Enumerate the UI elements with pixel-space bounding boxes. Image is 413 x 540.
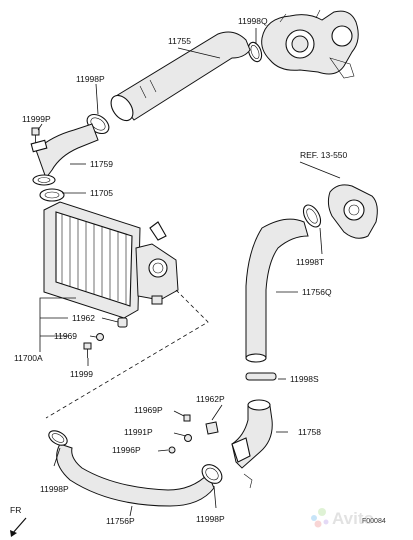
nut-11962P xyxy=(205,421,219,435)
label-11700A: 11700A xyxy=(14,353,43,363)
nut-11962 xyxy=(117,317,128,328)
label-11999: 11999 xyxy=(70,369,93,379)
label-11998S: 11998S xyxy=(290,374,319,384)
watermark-dot-icon xyxy=(314,520,322,528)
clamp-11998Q xyxy=(247,41,263,63)
watermark-dot-icon xyxy=(323,519,329,525)
label-11998T: 11998T xyxy=(296,257,324,267)
clamp-11998P-bottom xyxy=(201,464,223,484)
clamp-11998P-left xyxy=(48,430,68,446)
pipe-11759 xyxy=(30,123,99,180)
clamp-11998T xyxy=(302,204,322,228)
label-11962-left: 11962 xyxy=(72,313,95,323)
watermark: Avito xyxy=(311,508,374,528)
label-11999P: 11999P xyxy=(22,114,51,124)
turbocharger xyxy=(261,9,359,79)
flange-gasket xyxy=(32,174,56,186)
label-11998P-top: 11998P xyxy=(76,74,105,84)
gasket-11705 xyxy=(39,188,65,202)
throttle-body xyxy=(327,184,378,239)
hose-11756Q xyxy=(245,218,309,363)
label-11969-left: 11969 xyxy=(54,331,77,341)
label-11962P: 11962P xyxy=(196,394,225,404)
band-11998S xyxy=(245,372,277,381)
watermark-dot-icon xyxy=(318,508,326,516)
intercooler-11700A xyxy=(43,201,179,319)
label-11998P-left: 11998P xyxy=(40,484,69,494)
arrow-icon xyxy=(10,530,17,537)
watermark-dot-icon xyxy=(311,515,317,521)
pipe-11758 xyxy=(231,399,273,489)
front-label: FR xyxy=(10,505,21,515)
figure-code: F00084 xyxy=(362,518,386,525)
watermark-text: Avito xyxy=(332,509,374,528)
label-11756P: 11756P xyxy=(106,516,135,526)
bolt-11996P xyxy=(168,446,176,454)
bolt-11969P xyxy=(183,414,191,422)
label-11998P-bottom: 11998P xyxy=(196,514,225,524)
front-direction-marker: FR xyxy=(10,505,27,537)
label-11758: 11758 xyxy=(298,427,321,437)
bolt-11969 xyxy=(96,333,104,341)
label-11991P: 11991P xyxy=(124,427,153,437)
label-11705: 11705 xyxy=(90,188,113,198)
bolt-11999 xyxy=(83,342,92,358)
hose-11755 xyxy=(110,31,251,122)
bolt-11991P xyxy=(184,434,192,442)
label-11759: 11759 xyxy=(90,159,113,169)
label-11756Q: 11756Q xyxy=(302,287,332,297)
label-11755: 11755 xyxy=(168,36,191,46)
label-11969P: 11969P xyxy=(134,405,163,415)
label-11998Q: 11998Q xyxy=(238,16,268,26)
ref-label: REF. 13-550 xyxy=(300,150,348,160)
label-11996P: 11996P xyxy=(112,445,141,455)
